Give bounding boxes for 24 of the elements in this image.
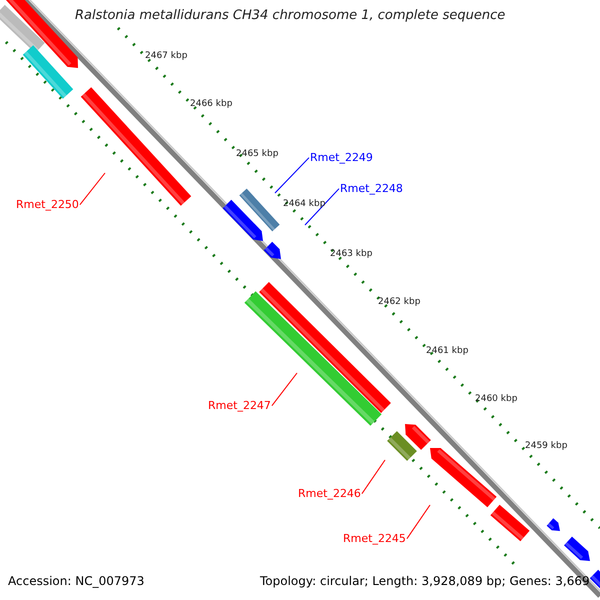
position-label: 2459 kbp: [525, 441, 568, 452]
position-label: 2464 kbp: [283, 199, 326, 210]
gene-label: Rmet_2245: [343, 533, 406, 546]
leader-line: [271, 372, 298, 406]
leader-line: [79, 172, 106, 206]
position-label: 2461 kbp: [426, 346, 468, 356]
gene-label: Rmet_2249: [310, 152, 373, 165]
footer-text: Topology: circular; Length: 3,928,089 bp; Genes: 3,669: [260, 575, 590, 589]
leader-line: [406, 504, 430, 540]
position-label: 2467 kbp: [145, 51, 188, 62]
leader-line: [304, 188, 340, 226]
position-label: 2462 kbp: [378, 297, 420, 308]
footer-text: Accession: NC_007973: [8, 575, 144, 589]
leader-line: [361, 460, 386, 494]
map-title: Ralstonia metallidurans CH34 chromosome 1, complete sequence: [75, 9, 506, 24]
position-label: 2463 kbp: [330, 249, 372, 260]
gene-label: Rmet_2246: [298, 488, 361, 501]
gene-label: Rmet_2248: [340, 183, 403, 196]
position-label: 2460 kbp: [475, 394, 518, 404]
gene-label: Rmet_2250: [16, 199, 79, 212]
gene-label: Rmet_2247: [208, 400, 271, 413]
position-label: 2465 kbp: [236, 149, 278, 160]
position-label: 2466 kbp: [190, 99, 232, 110]
leader-line: [274, 157, 310, 194]
